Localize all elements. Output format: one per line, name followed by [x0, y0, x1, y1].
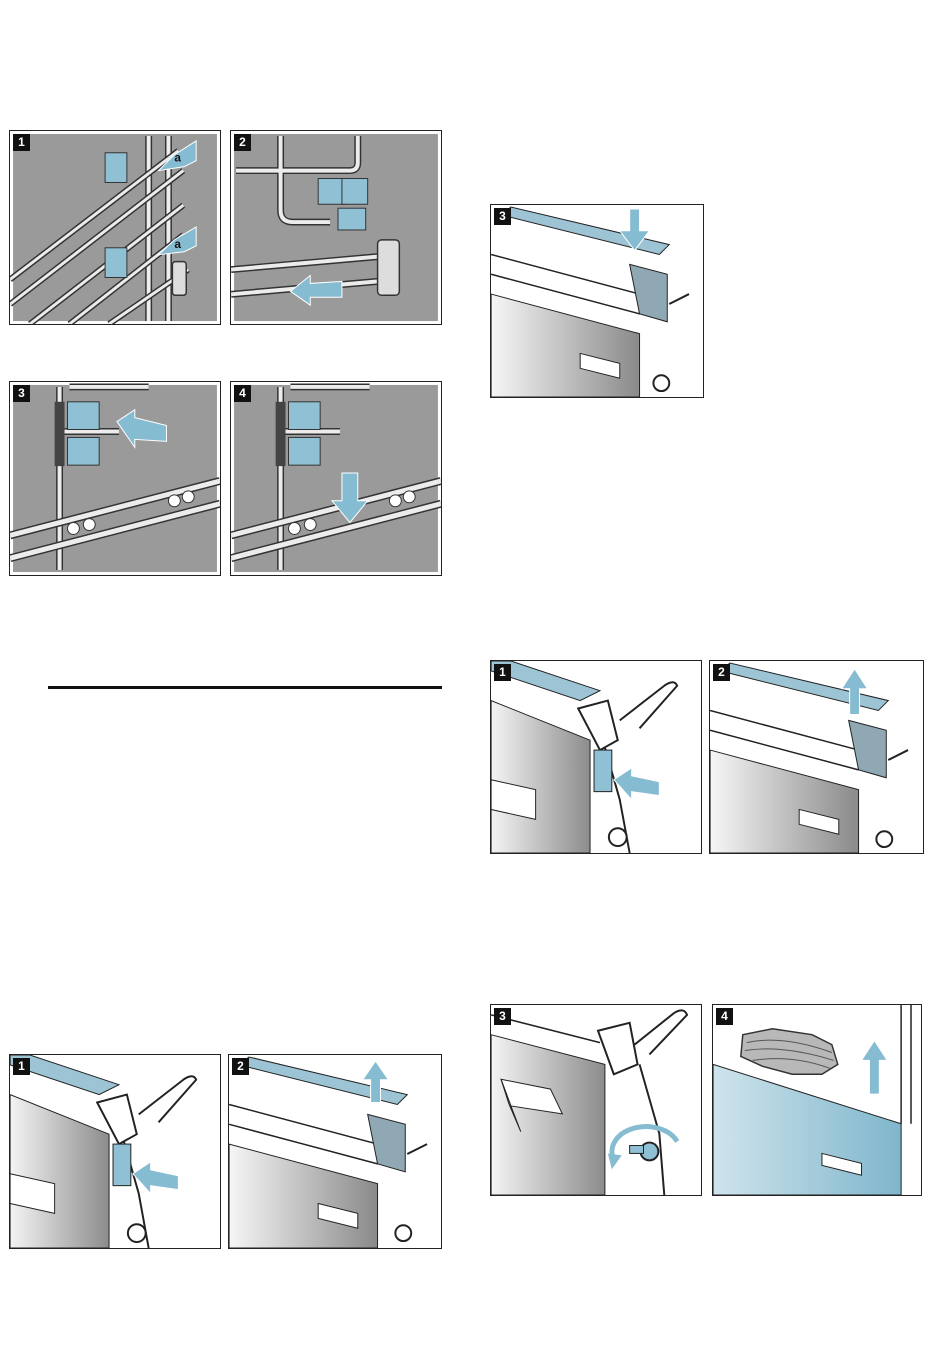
rail-step-1-illustration: a a: [10, 131, 220, 324]
figure-door-right-step-1: 1: [490, 660, 702, 854]
step-number: 4: [716, 1008, 733, 1025]
step-number: 4: [234, 385, 251, 402]
door-left-step-1-illustration: [10, 1055, 220, 1248]
step-number: 3: [494, 208, 511, 225]
section-divider: [48, 686, 442, 689]
figure-rail-step-2: 2: [230, 130, 442, 325]
figure-door-left-step-2: 2: [228, 1054, 442, 1249]
figure-door-right-step-2: 2: [709, 660, 924, 854]
step-number: 1: [494, 664, 511, 681]
step-number: 3: [494, 1008, 511, 1025]
door-left-step-2-illustration: [229, 1055, 441, 1248]
step-number: 2: [232, 1058, 249, 1075]
step-number: 2: [234, 134, 251, 151]
rail-step-4-illustration: [231, 382, 441, 575]
callout-a-label: a: [174, 151, 181, 165]
figure-door-left-step-1: 1: [9, 1054, 221, 1249]
rail-detail-step-3-illustration: [491, 205, 703, 397]
door-right-step-4-illustration: [713, 1005, 921, 1195]
door-right-step-2-illustration: [710, 661, 923, 853]
figure-door-right-step-4: 4: [712, 1004, 922, 1196]
step-number: 1: [13, 134, 30, 151]
door-right-step-1-illustration: [491, 661, 701, 853]
rail-step-3-illustration: [10, 382, 220, 575]
figure-door-right-step-3: 3: [490, 1004, 702, 1196]
rail-step-2-illustration: [231, 131, 441, 324]
figure-rail-detail-step-3: 3: [490, 204, 704, 398]
figure-rail-step-1: 1 a a: [9, 130, 221, 325]
callout-a-label: a: [174, 237, 181, 251]
figure-rail-step-3: 3: [9, 381, 221, 576]
door-right-step-3-illustration: [491, 1005, 701, 1195]
step-number: 2: [713, 664, 730, 681]
step-number: 1: [13, 1058, 30, 1075]
step-number: 3: [13, 385, 30, 402]
figure-rail-step-4: 4: [230, 381, 442, 576]
